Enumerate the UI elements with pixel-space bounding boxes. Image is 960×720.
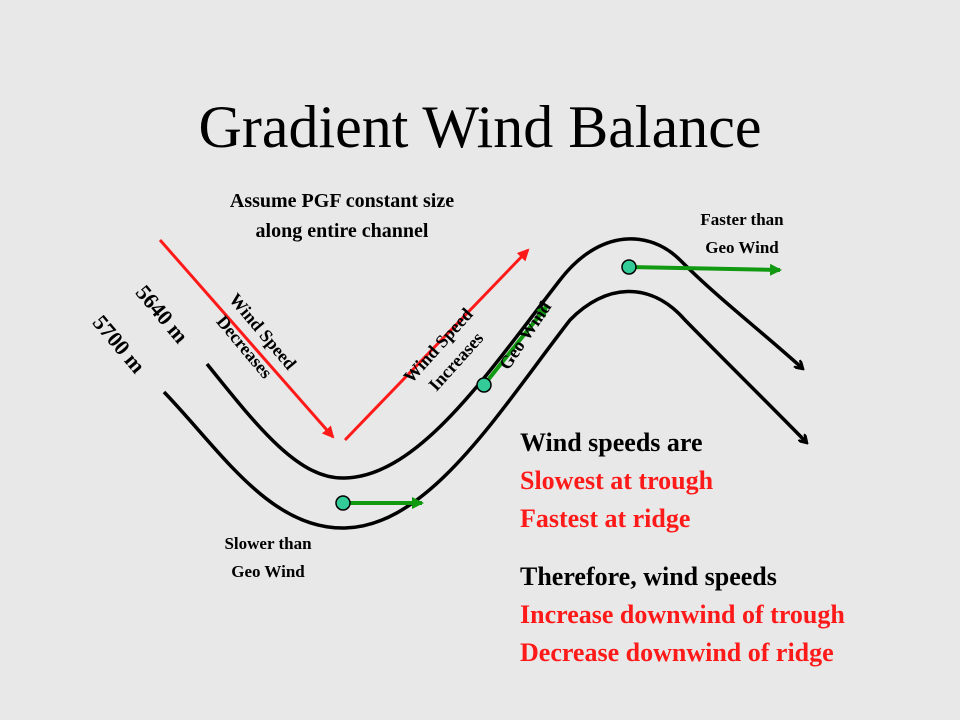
slower-line-2: Geo Wind — [231, 562, 305, 581]
summary-heading-2: Therefore, wind speeds — [520, 562, 777, 591]
contour-5700 — [162, 289, 806, 530]
summary-fastest: Fastest at ridge — [520, 504, 691, 533]
faster-line-2: Geo Wind — [705, 238, 779, 257]
assumption-line-2: along entire channel — [255, 220, 429, 242]
summary-decrease: Decrease downwind of ridge — [520, 638, 834, 667]
slower-note: Slower than Geo Wind — [198, 530, 338, 586]
geo-wind-vector — [482, 304, 549, 387]
faster-note: Faster than Geo Wind — [672, 206, 812, 262]
assumption-line-1: Assume PGF constant size — [229, 190, 455, 212]
slide-title: Gradient Wind Balance — [198, 94, 762, 160]
ridge-wind-vector — [628, 263, 782, 276]
slower-line-1: Slower than — [224, 534, 312, 553]
faster-line-1: Faster than — [700, 210, 784, 229]
ridge-wind-dot — [621, 259, 637, 275]
summary-block-2: Therefore, wind speeds Increase downwind… — [520, 558, 845, 672]
summary-increase: Increase downwind of trough — [520, 600, 845, 629]
trough-wind-dot — [335, 495, 351, 511]
wind-increases-arrow — [343, 248, 530, 442]
summary-heading-1: Wind speeds are — [520, 428, 703, 457]
assumption-note: Assume PGF constant size along entire ch… — [182, 186, 502, 246]
summary-slowest: Slowest at trough — [520, 466, 714, 495]
geo-wind-dot — [476, 377, 492, 393]
summary-block-1: Wind speeds are Slowest at trough Fastes… — [520, 424, 713, 538]
wind-decreases-arrow — [158, 239, 335, 439]
